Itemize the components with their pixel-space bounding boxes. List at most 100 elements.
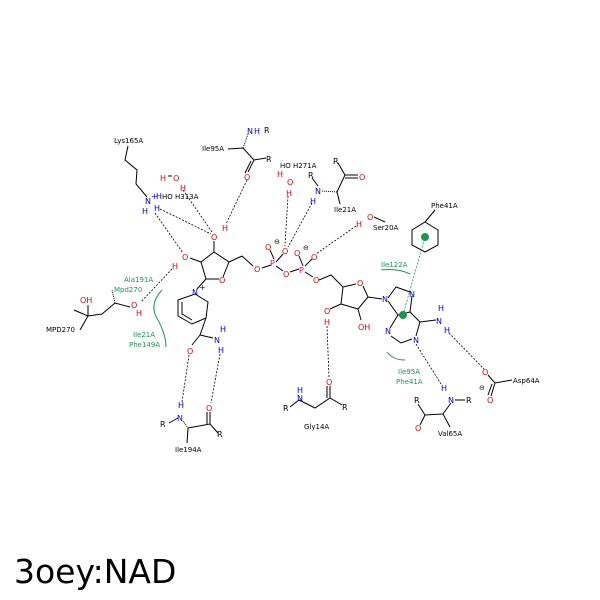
residue-label: Ile194A xyxy=(175,446,202,454)
residue-label: Ile95A xyxy=(202,145,224,153)
atom-charge: + xyxy=(151,192,158,201)
atom-r: R xyxy=(283,404,289,413)
atom-h: H xyxy=(324,318,330,327)
atom-h: H xyxy=(154,204,160,213)
residue-label: Phe41A xyxy=(431,202,458,210)
hydrophobic-contact-arc xyxy=(380,269,411,275)
atom-r: R xyxy=(342,403,348,412)
residue-label: Asp64A xyxy=(513,377,540,385)
pi-stacking-centroid-phe41 xyxy=(421,233,429,241)
atom-r: R xyxy=(414,396,420,405)
atom-o: O xyxy=(487,396,493,405)
atom-o: O xyxy=(187,347,193,356)
atom-h: H xyxy=(444,326,450,335)
atom-h: H xyxy=(172,262,178,271)
atom-o: O xyxy=(294,249,300,258)
hydrogen-bonds xyxy=(140,179,485,404)
atom-r: R xyxy=(333,157,339,166)
atom-o: O xyxy=(131,301,137,310)
atom-h: H xyxy=(438,304,444,313)
atom-r: R xyxy=(266,155,272,164)
atom-h: H xyxy=(310,197,316,206)
ligand-bonds xyxy=(73,133,513,444)
atom-p: P xyxy=(270,259,275,268)
negative-charge: ⊖ xyxy=(479,384,485,392)
atom-o: O xyxy=(287,178,293,187)
atom-o: O xyxy=(415,424,421,433)
water-label: HO H313A xyxy=(162,193,199,201)
atom-o: O xyxy=(311,253,317,262)
atom-n: N xyxy=(436,317,442,326)
atom-o: O xyxy=(244,173,250,182)
atom-o: O xyxy=(357,279,363,288)
residue-label: Lys165A xyxy=(114,137,143,145)
atom-h: H xyxy=(277,170,283,179)
atom-h: H xyxy=(254,127,260,136)
atom-o: O xyxy=(206,404,212,413)
hydrophobic-contact-arc xyxy=(386,351,406,361)
residue-label: Ile21A xyxy=(334,206,356,214)
residue-label: Val65A xyxy=(438,430,462,438)
atom-o: O xyxy=(482,368,488,377)
atom-o: O xyxy=(219,276,225,285)
atom-n: N xyxy=(177,414,183,423)
atom-h: H xyxy=(178,401,184,410)
atom-h: H xyxy=(297,386,303,395)
atom-o: O xyxy=(211,233,217,242)
diagram-title: 3oey:NAD xyxy=(14,552,177,591)
residue-label: Gly14A xyxy=(304,423,329,431)
atom-oh: OH xyxy=(80,296,92,305)
atom-h: H xyxy=(286,189,292,198)
atom-r: R xyxy=(264,126,270,135)
atom-n: N xyxy=(145,197,151,206)
hydrophobic-label: Ala191A xyxy=(124,276,153,284)
atom-h: H xyxy=(441,384,447,393)
hydrophobic-label: Mpd270 xyxy=(114,286,142,294)
atom-h: H xyxy=(142,207,148,216)
residue-label: MPD270 xyxy=(46,326,75,334)
atom-o: O xyxy=(324,307,330,316)
negative-charge: ⊖ xyxy=(303,244,309,252)
atom-n: N xyxy=(385,327,391,336)
hydrophobic-label: Ile21A xyxy=(133,331,155,339)
atom-n: N xyxy=(214,336,220,345)
atom-labels: N + H H H H O H N H R R O O H O H O O P … xyxy=(80,126,493,439)
atom-h: H xyxy=(220,325,226,334)
atom-h: H xyxy=(136,309,142,318)
atom-o: O xyxy=(326,378,332,387)
atom-r: R xyxy=(217,430,223,439)
atom-o: O xyxy=(367,213,373,222)
atom-n: N xyxy=(192,288,198,297)
residue-labels: Lys165A Ile95A HO H313A HO H271A Ile21A … xyxy=(46,137,540,454)
atom-h: H xyxy=(160,174,166,183)
negative-charge: ⊖ xyxy=(274,238,280,246)
atom-o: O xyxy=(282,247,288,256)
atom-o: O xyxy=(254,265,260,274)
atom-h: H xyxy=(356,220,362,229)
atom-n: N xyxy=(315,187,321,196)
atom-r: R xyxy=(308,171,314,180)
atom-o: O xyxy=(283,270,289,279)
atom-r: R xyxy=(466,396,472,405)
atom-n: N xyxy=(448,396,454,405)
atom-o: O xyxy=(359,173,365,182)
atom-h: H xyxy=(222,224,228,233)
atom-n: N xyxy=(409,290,415,299)
atom-n: N xyxy=(382,295,388,304)
atom-o: O xyxy=(173,174,179,183)
atom-charge: + xyxy=(199,283,206,292)
atom-oh: OH xyxy=(358,323,370,332)
atom-h: H xyxy=(180,184,186,193)
atom-o: O xyxy=(313,276,319,285)
hydrophobic-contact-arc xyxy=(153,289,167,348)
atom-h: H xyxy=(218,346,224,355)
hydrophobic-label: Ile122A xyxy=(381,261,408,269)
pi-stacking-centroid-adenine xyxy=(399,311,407,319)
residue-label: Ser20A xyxy=(373,224,399,232)
hydrophobic-label: Phe149A xyxy=(129,341,160,349)
atom-n: N xyxy=(297,394,303,403)
water-label: HO H271A xyxy=(280,162,317,170)
atom-p: P xyxy=(299,266,304,275)
atom-h: H xyxy=(156,192,162,201)
